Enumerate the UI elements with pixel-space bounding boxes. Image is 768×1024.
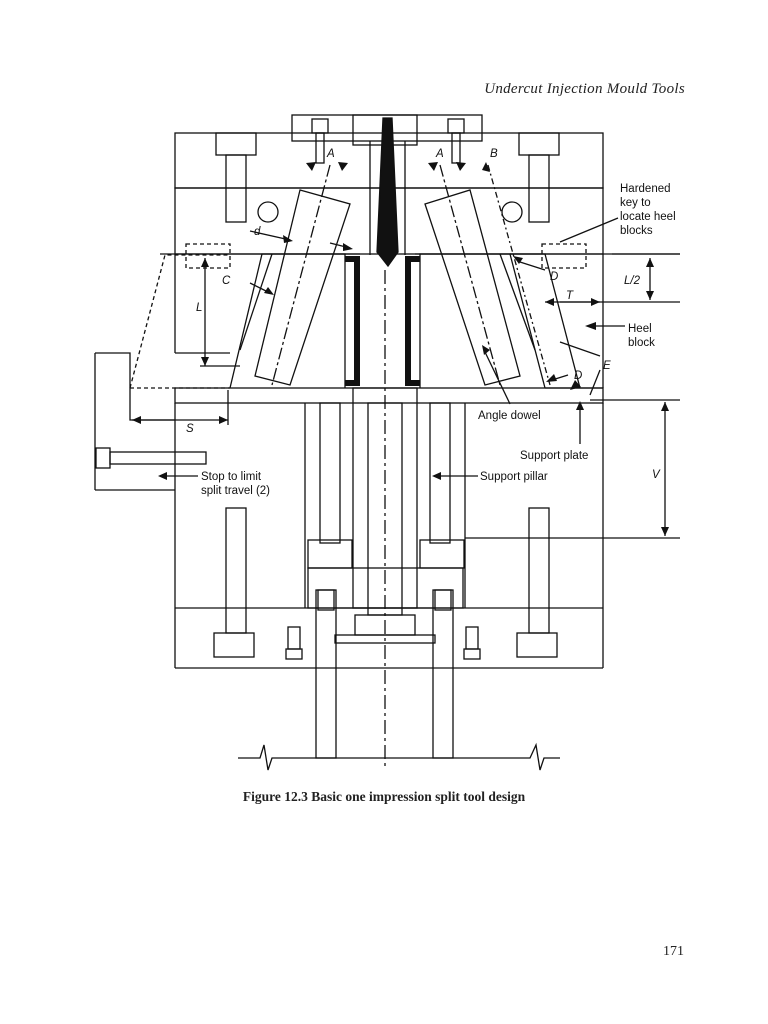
page-number: 171 — [663, 944, 684, 959]
label-hardened-key-2: key to — [620, 197, 651, 209]
break-line — [238, 742, 560, 771]
label-A-left: A — [326, 148, 335, 160]
cap-screw-bottom-right — [516, 632, 558, 658]
stop-bolt — [95, 447, 111, 469]
label-heel-block-2: block — [628, 337, 655, 349]
stop-bracket — [95, 352, 175, 421]
label-d: d — [254, 226, 261, 238]
moulding — [345, 256, 360, 386]
label-C: C — [222, 275, 231, 287]
label-S: S — [186, 423, 194, 435]
angle-dowel-right — [424, 164, 551, 386]
label-A-right: A — [435, 148, 444, 160]
label-support-pillar: Support pillar — [480, 471, 548, 483]
label-V: V — [652, 469, 661, 481]
sprue — [376, 117, 399, 268]
label-L: L — [196, 302, 202, 314]
label-L-half: L/2 — [624, 275, 641, 287]
running-head: Undercut Injection Mould Tools — [484, 81, 685, 97]
label-E: E — [603, 360, 611, 372]
label-hardened-key-3: locate heel — [620, 211, 676, 223]
split-left — [229, 253, 346, 389]
cap-screw-top-right — [518, 132, 560, 156]
figure-caption: Figure 12.3 Basic one impression split t… — [242, 789, 526, 804]
label-angle-dowel: Angle dowel — [478, 410, 541, 422]
cap-screw-top-left — [215, 132, 257, 156]
label-support-plate: Support plate — [520, 450, 588, 462]
label-hardened-key-1: Hardened — [620, 183, 671, 195]
label-B: B — [490, 148, 498, 160]
cap-screw-bottom-left — [213, 632, 255, 658]
label-stop-1: Stop to limit — [201, 471, 262, 483]
label-D-upper: D — [550, 271, 558, 283]
support-plate — [174, 387, 604, 404]
label-T: T — [566, 290, 574, 302]
angle-dowel-left — [254, 164, 351, 386]
label-stop-2: split travel (2) — [201, 485, 270, 497]
label-heel-block-1: Heel — [628, 323, 652, 335]
split-right — [419, 253, 546, 389]
label-D-lower: D — [574, 370, 582, 382]
label-hardened-key-4: blocks — [620, 225, 653, 237]
